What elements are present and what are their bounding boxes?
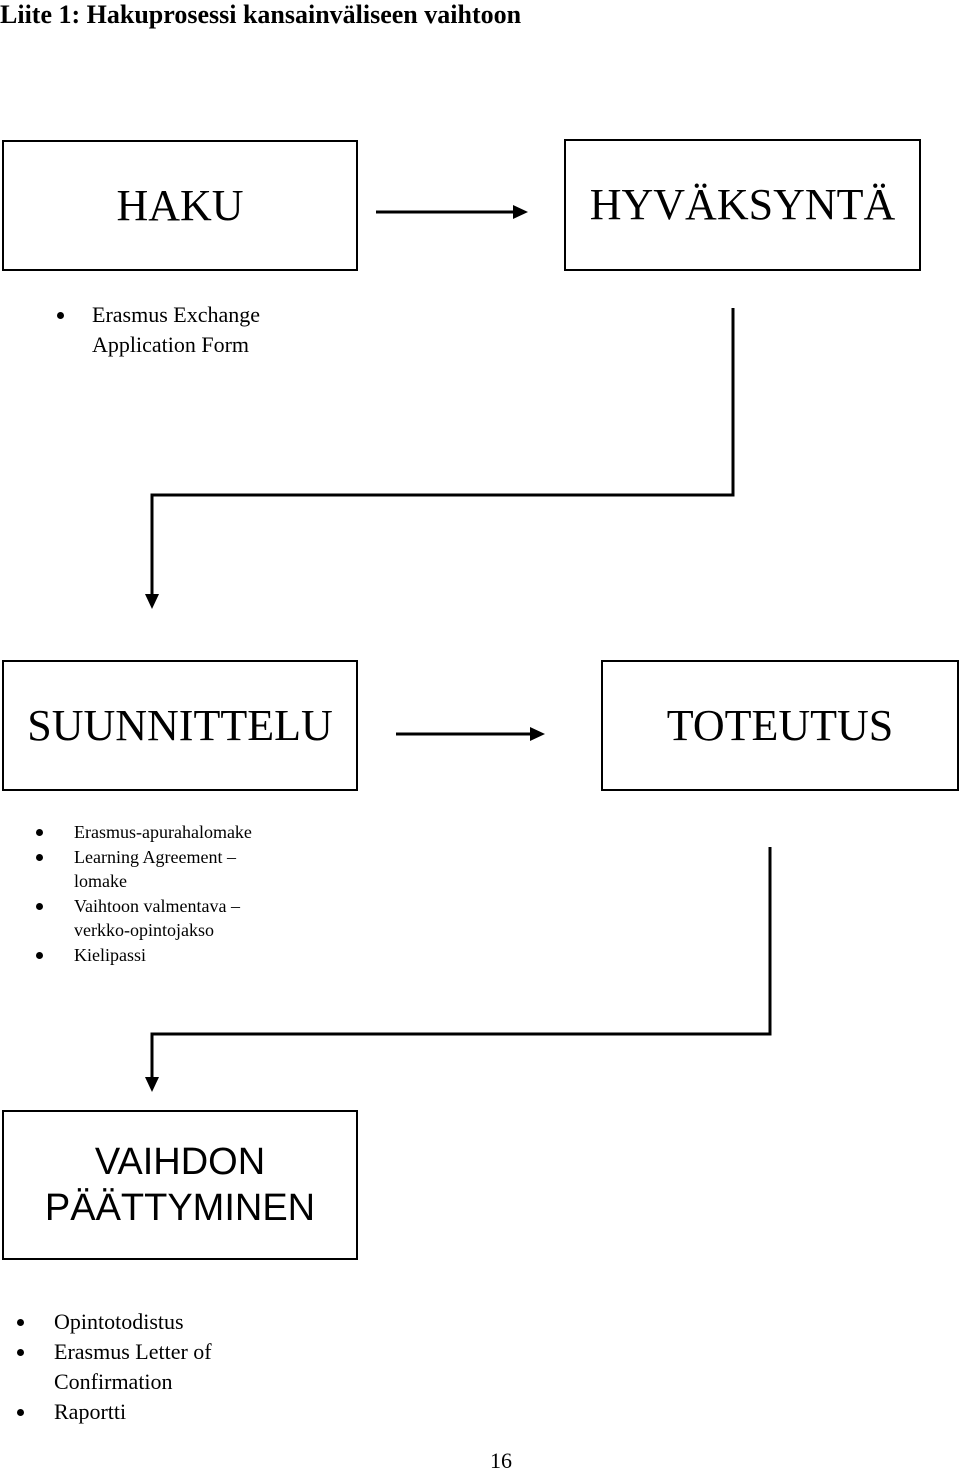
list-item: Raportti (17, 1397, 284, 1427)
arrow-suunnittelu-to-toteutus (396, 727, 545, 741)
haku-label: HAKU (116, 180, 244, 230)
toteutus-box: TOTEUTUS (601, 660, 959, 791)
haku-item-list: Erasmus Exchange Application Form (57, 300, 312, 360)
list-item: Erasmus Letter of Confirmation (17, 1337, 284, 1397)
paattyminen-label-line1: VAIHDON (94, 1141, 266, 1183)
arrow-hyvaksynta-to-suunnittelu (145, 308, 735, 609)
toteutus-label: TOTEUTUS (666, 700, 894, 750)
page-title: Liite 1: Hakuprosessi kansainväliseen va… (0, 0, 522, 29)
hyvaksynta-label: HYVÄKSYNTÄ (589, 180, 896, 229)
suunnittelu-label: SUUNNITTELU (27, 700, 333, 750)
suunnittelu-item-list: Erasmus-apurahalomake Learning Agreement… (36, 820, 264, 968)
arrow-haku-to-hyvaksynta (376, 205, 528, 219)
hyvaksynta-box: HYVÄKSYNTÄ (564, 139, 921, 271)
paattyminen-box: VAIHDON PÄÄTTYMINEN (2, 1110, 358, 1260)
arrow-toteutus-to-paattyminen (145, 847, 772, 1092)
suunnittelu-box: SUUNNITTELU (2, 660, 358, 791)
list-item: Erasmus-apurahalomake (36, 820, 264, 845)
paattyminen-item-list: Opintotodistus Erasmus Letter of Confirm… (17, 1307, 284, 1427)
list-item: Learning Agreement –lomake (36, 845, 264, 894)
list-item: Vaihtoon valmentava – verkko-opintojakso (36, 894, 264, 943)
paattyminen-label-line2: PÄÄTTYMINEN (44, 1187, 316, 1229)
list-item: Opintotodistus (17, 1307, 284, 1337)
haku-box: HAKU (2, 140, 358, 271)
page-number: 16 (490, 1448, 512, 1473)
list-item: Kielipassi (36, 943, 264, 968)
list-item: Erasmus Exchange Application Form (57, 300, 312, 360)
